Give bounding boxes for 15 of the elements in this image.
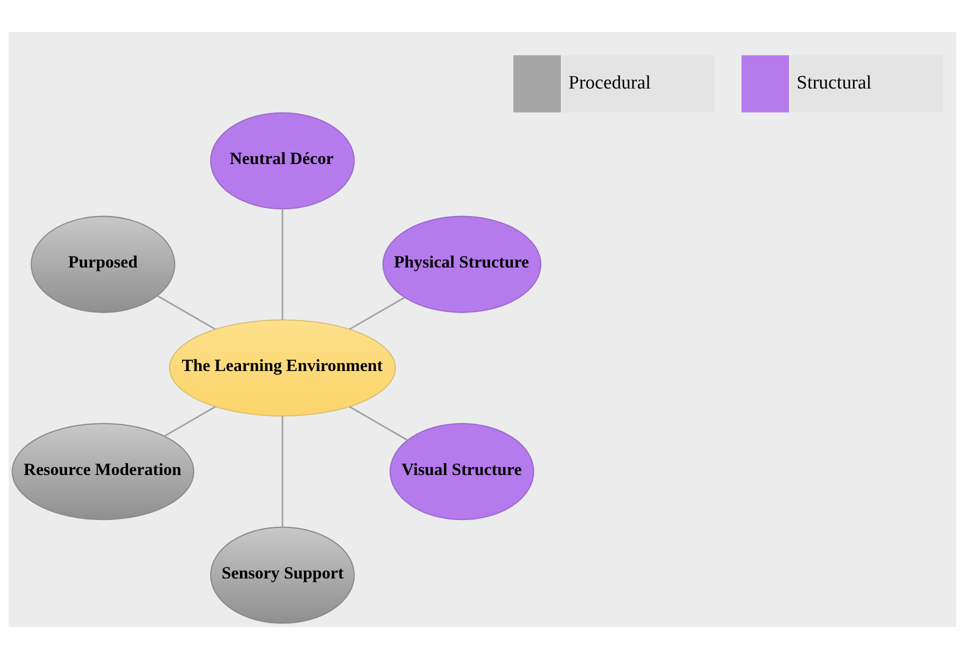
legend-label: Procedural: [568, 72, 651, 94]
connector: [349, 296, 405, 330]
node-ellipse: Purposed: [30, 216, 176, 313]
connector: [282, 416, 284, 528]
node-ellipse: Sensory Support: [210, 526, 355, 624]
node-ellipse: Resource Moderation: [12, 423, 194, 520]
node-ellipse: The Learning Environment: [168, 319, 396, 417]
node-ellipse: Visual Structure: [390, 423, 534, 520]
connector: [164, 406, 216, 437]
connector: [349, 406, 408, 441]
connector: [157, 295, 216, 330]
node-ellipse: Neutral Décor: [210, 112, 355, 210]
node-ellipse: Physical Structure: [382, 216, 542, 313]
legend-label: Structural: [796, 72, 872, 94]
connector: [282, 208, 284, 320]
